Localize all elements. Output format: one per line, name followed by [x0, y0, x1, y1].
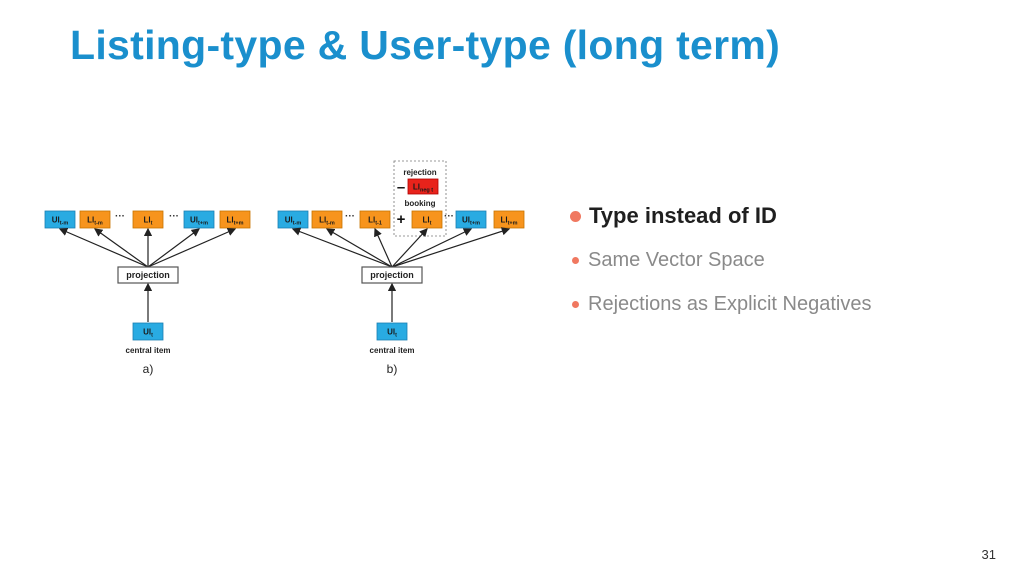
bullet-sub: Rejections as Explicit Negatives	[570, 288, 1010, 320]
bullet-sub-text: Same Vector Space	[588, 248, 765, 271]
context-arrow	[391, 227, 511, 268]
central-caption: central item	[370, 346, 415, 355]
context-arrow	[94, 228, 149, 268]
context-box-rect	[411, 210, 443, 229]
negative-box: Llneg t	[407, 178, 439, 195]
context-box-label: Llt	[423, 216, 432, 227]
bullet-main-text: Type instead of ID	[589, 203, 777, 228]
ellipsis-icon: ···	[345, 211, 355, 222]
context-arrow	[147, 228, 200, 268]
context-box-rect	[455, 210, 487, 229]
central-box-label: Ult	[387, 328, 397, 339]
context-box: Llt-m	[79, 210, 111, 229]
context-box: Llt+m	[219, 210, 251, 229]
diagram-sublabel: b)	[387, 362, 398, 376]
central-box-label: Ult	[143, 328, 153, 339]
context-arrow	[391, 228, 473, 268]
context-box-label: Llt	[144, 216, 153, 227]
bullet-dot-icon	[572, 256, 579, 264]
slide-title: Listing-type & User-type (long term)	[70, 22, 781, 68]
context-box-label: Ult+m	[190, 216, 208, 227]
projection-label: projection	[370, 270, 414, 280]
bullet-sub-text: Rejections as Explicit Negatives	[588, 292, 872, 315]
booking-label: booking	[404, 199, 435, 208]
context-box-label: Ult-m	[52, 216, 69, 227]
diagram-a: Ult-m Llt-m Llt Ult+m Llt+m ··· ··· projectionU…	[44, 210, 251, 376]
ellipsis-icon: ···	[115, 211, 125, 222]
ellipsis-icon: ···	[169, 211, 179, 222]
central-caption: central item	[126, 346, 171, 355]
projection-label: projection	[126, 270, 170, 280]
context-box-label: Llt-m	[87, 216, 103, 227]
context-box: Llt	[132, 210, 164, 229]
context-box: Ult+m	[183, 210, 215, 229]
central-box-rect	[376, 322, 408, 341]
negative-box-rect	[407, 178, 439, 195]
bullet-sub: Same Vector Space	[570, 244, 1010, 276]
minus-icon: –	[397, 179, 405, 196]
context-box: Llt+m	[493, 210, 525, 229]
context-box-rect	[79, 210, 111, 229]
context-box-label: Llt+m	[500, 216, 517, 227]
ellipsis-icon: ···	[444, 211, 454, 222]
central-box-rect	[132, 322, 164, 341]
rejection-label: rejection	[403, 168, 436, 177]
context-box: Ult-m	[277, 210, 309, 229]
plus-icon: +	[397, 211, 406, 228]
context-arrow	[58, 227, 149, 268]
context-box-label: Llt+m	[226, 216, 243, 227]
context-box: Llt-1	[359, 210, 391, 229]
negative-box-label: Llneg t	[413, 183, 433, 194]
context-box-label: Llt-1	[368, 216, 382, 227]
context-box: Llt	[411, 210, 443, 229]
context-box-label: Llt-m	[319, 216, 335, 227]
bullet-dot-icon	[572, 300, 579, 308]
context-box-rect	[183, 210, 215, 229]
central-box: Ult	[132, 322, 164, 341]
context-box: Ult+m	[455, 210, 487, 229]
bullet-dot-icon	[570, 210, 581, 222]
bullet-list: Type instead of ID Same Vector Space Rej…	[570, 200, 1010, 320]
context-box-label: Ult+m	[462, 216, 480, 227]
context-box: Ult-m	[44, 210, 76, 229]
context-box-rect	[219, 210, 251, 229]
context-box-rect	[311, 210, 343, 229]
context-arrow	[391, 228, 428, 268]
bullet-main: Type instead of ID	[570, 200, 1010, 232]
central-box: Ult	[376, 322, 408, 341]
context-arrow	[374, 227, 393, 268]
context-arrow	[325, 228, 393, 268]
context-box-label: Ult-m	[285, 216, 302, 227]
page-number: 31	[981, 547, 996, 562]
context-arrow	[291, 227, 393, 268]
diagram-sublabel: a)	[143, 362, 154, 376]
context-arrow	[147, 228, 237, 268]
context-box: Llt-m	[311, 210, 343, 229]
